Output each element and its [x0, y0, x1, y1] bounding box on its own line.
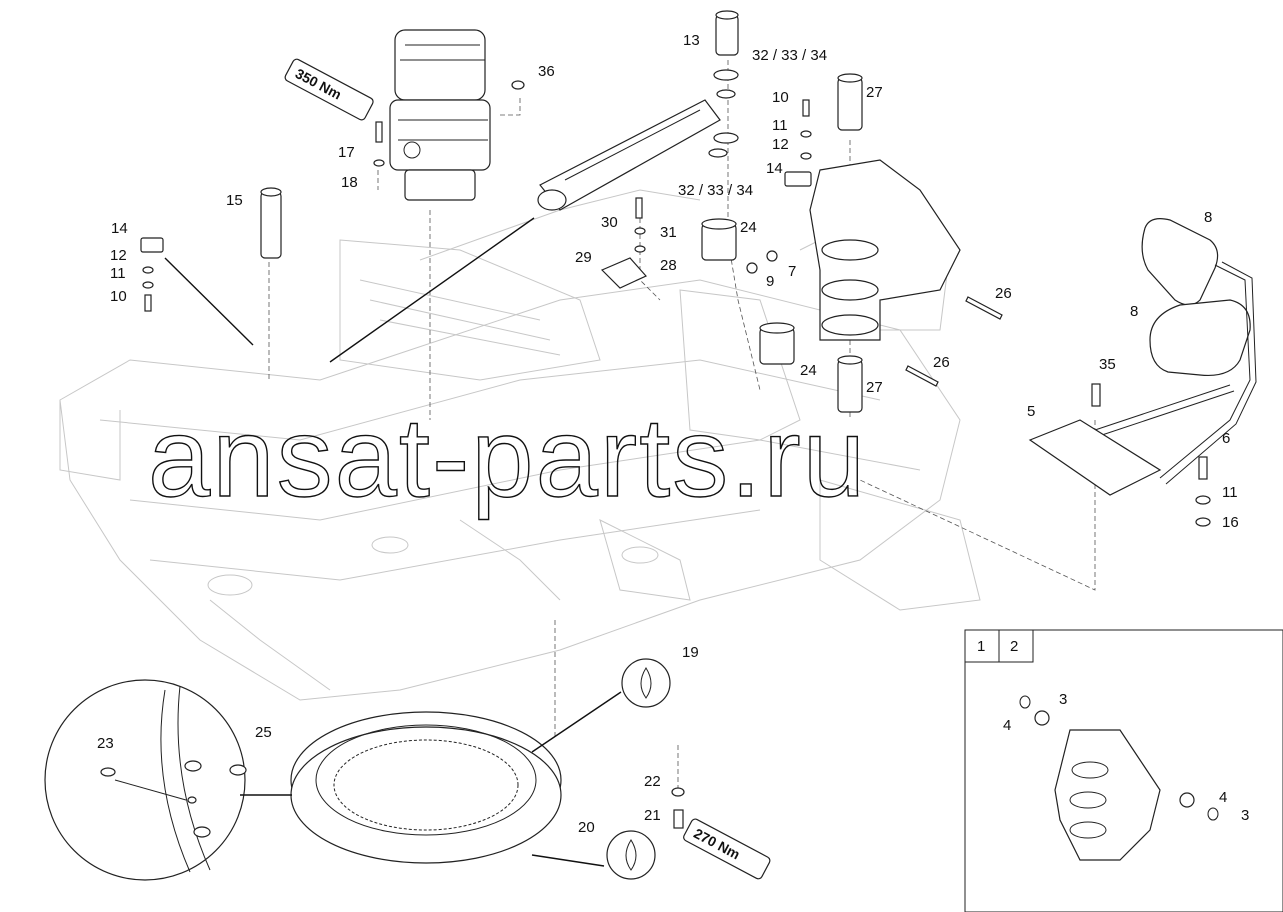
swing-motor-assembly: [389, 29, 491, 201]
callout-14-right: 14: [766, 160, 783, 177]
grease-icon-19: [621, 658, 671, 708]
callout-30: 30: [601, 214, 618, 231]
callout-35: 35: [1099, 356, 1116, 373]
callout-3-inset-top: 3: [1059, 691, 1067, 708]
pins-26: [905, 296, 1003, 387]
callout-27-bottom: 27: [866, 379, 883, 396]
callout-24-top: 24: [740, 219, 757, 236]
callout-12-left: 12: [110, 247, 127, 264]
upper-frame-outline: [59, 189, 981, 701]
bushing-24-bottom: [759, 322, 795, 365]
swing-bracket: [809, 159, 961, 341]
callout-31: 31: [660, 224, 677, 241]
grease-icon-20: [606, 830, 656, 880]
callout-13: 13: [683, 32, 700, 49]
callout-14-left: 14: [111, 220, 128, 237]
callout-36: 36: [538, 63, 555, 80]
mirror-assembly: [1028, 218, 1257, 496]
bushing-24-top: [701, 218, 737, 261]
callout-15: 15: [226, 192, 243, 209]
callout-4-inset-top: 4: [1003, 717, 1011, 734]
callout-8-top: 8: [1204, 209, 1212, 226]
callout-24-bottom: 24: [800, 362, 817, 379]
callout-6: 6: [1222, 430, 1230, 447]
pin-27-bottom: [837, 355, 863, 413]
callout-10-right: 10: [772, 89, 789, 106]
callout-21: 21: [644, 807, 661, 824]
callout-27-top: 27: [866, 84, 883, 101]
small-hardware: [140, 80, 1211, 829]
callout-11-left: 11: [110, 265, 126, 282]
callout-28: 28: [660, 257, 677, 274]
callout-labels: 13 32 / 33 / 34 32 / 33 / 34 27 27 36 17…: [97, 32, 1249, 836]
callout-10-left: 10: [110, 288, 127, 305]
callout-11-right: 11: [772, 117, 788, 134]
callout-4-inset-bottom: 4: [1219, 789, 1227, 806]
callout-20: 20: [578, 819, 595, 836]
callout-25: 25: [255, 724, 272, 741]
inset-tab-2: 2: [1010, 638, 1018, 655]
pin-27-top: [837, 73, 863, 131]
hydraulic-cylinder: [537, 99, 721, 211]
callout-26-top: 26: [995, 285, 1012, 302]
callout-26-bottom: 26: [933, 354, 950, 371]
torque-badge-top: 350 Nm: [284, 58, 374, 121]
watermark-text: ansat-parts.ru: [148, 395, 867, 520]
callout-29: 29: [575, 249, 592, 266]
shims-32-33-34: [708, 69, 739, 158]
callout-16: 16: [1222, 514, 1239, 531]
callout-18: 18: [341, 174, 358, 191]
callout-8-bottom: 8: [1130, 303, 1138, 320]
callout-22: 22: [644, 773, 661, 790]
callout-9: 9: [766, 273, 774, 290]
leader-arrows: [164, 217, 622, 867]
callout-17: 17: [338, 144, 355, 161]
callout-3-inset-bottom: 3: [1241, 807, 1249, 824]
callout-23: 23: [97, 735, 114, 752]
pin-13: [715, 10, 739, 56]
callout-7: 7: [788, 263, 796, 280]
inset-panel: 1 2: [964, 629, 1283, 912]
callout-5: 5: [1027, 403, 1035, 420]
callout-32-33-34-mid: 32 / 33 / 34: [678, 182, 753, 199]
callout-11-mirror: 11: [1222, 484, 1238, 501]
swing-bearing-ring: [290, 711, 562, 864]
inset-tab-1: 1: [977, 638, 985, 655]
detail-magnifier: [44, 679, 247, 881]
torque-badge-bottom: 270 Nm: [683, 818, 771, 880]
callout-19: 19: [682, 644, 699, 661]
pin-15: [260, 187, 282, 259]
callout-32-33-34-top: 32 / 33 / 34: [752, 47, 827, 64]
callout-12-right: 12: [772, 136, 789, 153]
